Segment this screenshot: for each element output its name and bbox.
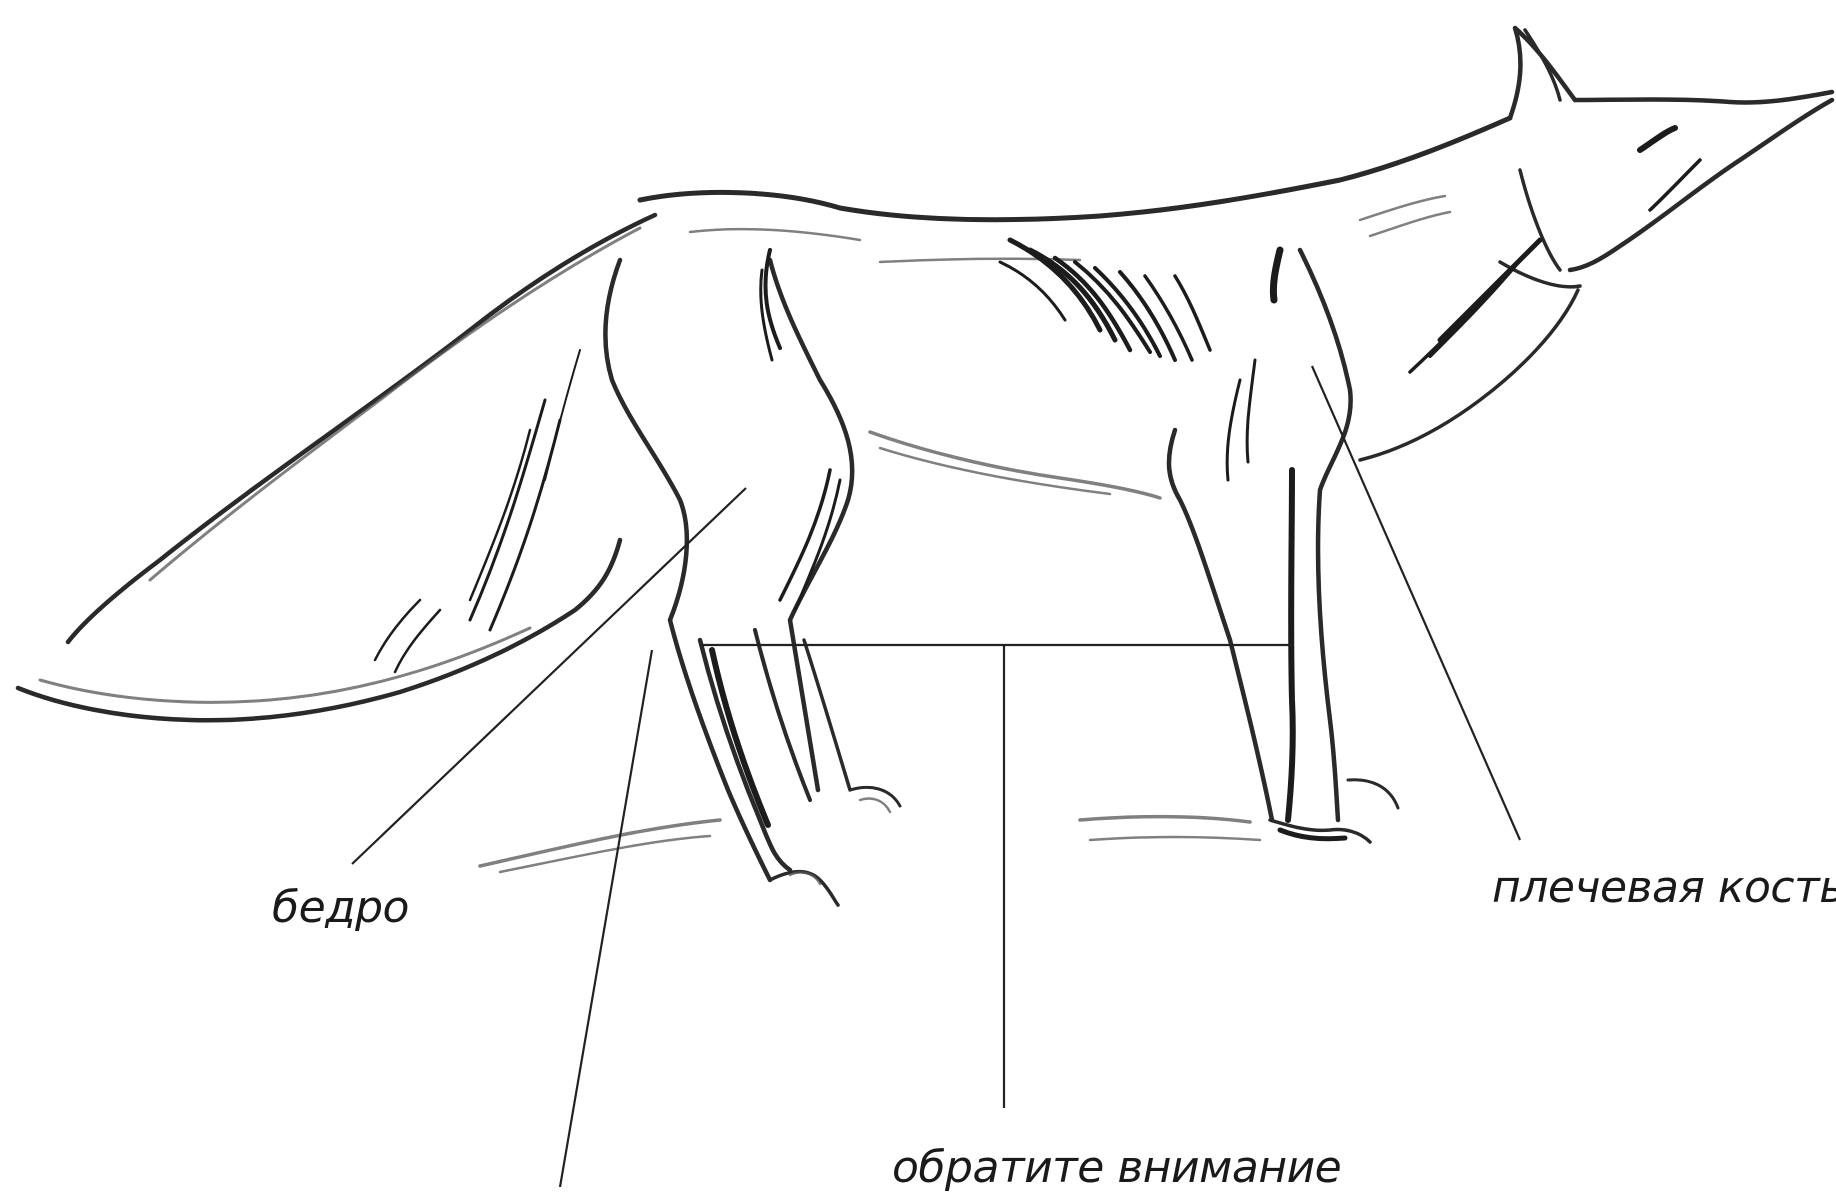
fox-body: [640, 118, 1510, 498]
fox-hind-leg: [605, 250, 900, 905]
leader-humerus: [1312, 366, 1520, 840]
fox-tail: [18, 215, 655, 720]
label-humerus: плечевая кость: [1492, 862, 1836, 913]
fox-shoulder-hatching: [1000, 196, 1450, 360]
leader-hind-hock: [560, 650, 652, 1187]
fox-front-leg: [1169, 250, 1398, 842]
fox-head: [1360, 28, 1832, 460]
ground-lines: [480, 817, 1260, 873]
label-note: обратите внимание: [892, 1142, 1341, 1193]
leader-lines: [352, 366, 1520, 1187]
label-thigh: бедро: [272, 882, 409, 933]
